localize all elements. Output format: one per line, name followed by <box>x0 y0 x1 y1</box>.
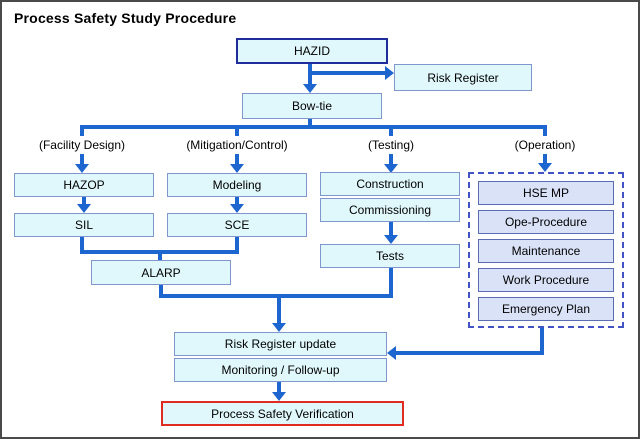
line-sil-down <box>80 237 84 254</box>
arrowhead-monitoring-verification <box>272 392 286 401</box>
arrowhead-into-operation-group <box>538 163 552 172</box>
arrowhead-to-bowtie <box>303 84 317 93</box>
arrowhead-operation-into-update <box>387 346 396 360</box>
node-hazid: HAZID <box>236 38 388 64</box>
line-modeling-sce <box>235 197 239 205</box>
line-into-construction <box>389 154 393 164</box>
arrowhead-into-modeling <box>230 164 244 173</box>
line-operation-out-left <box>396 351 544 355</box>
label-operation: (Operation) <box>514 138 576 152</box>
node-commissioning: Commissioning <box>320 198 460 222</box>
operation-group-container <box>468 172 624 328</box>
line-to-risk-register <box>308 71 386 75</box>
stub-mitigation-control <box>235 129 239 136</box>
line-into-alarp <box>158 254 162 260</box>
stub-operation <box>543 129 547 136</box>
node-bowtie: Bow-tie <box>242 93 382 119</box>
node-maintenance: Maintenance <box>478 239 614 263</box>
node-tests: Tests <box>320 244 460 268</box>
node-hazop: HAZOP <box>14 173 154 197</box>
node-alarp: ALARP <box>91 260 231 285</box>
node-risk-register: Risk Register <box>394 64 532 91</box>
page-title: Process Safety Study Procedure <box>14 10 237 26</box>
arrowhead-modeling-sce <box>230 204 244 213</box>
line-merge-bar <box>159 294 393 298</box>
stub-facility-design <box>80 129 84 136</box>
node-process-safety-verification: Process Safety Verification <box>161 401 404 426</box>
label-mitigation-control: (Mitigation/Control) <box>186 138 288 152</box>
line-operation-out-down <box>540 328 544 355</box>
node-emergency-plan: Emergency Plan <box>478 297 614 321</box>
node-risk-register-update: Risk Register update <box>174 332 387 356</box>
arrowhead-into-construction <box>384 164 398 173</box>
line-distribution-bar <box>80 125 547 129</box>
node-monitoring-followup: Monitoring / Follow-up <box>174 358 387 382</box>
line-into-modeling <box>235 154 239 164</box>
arrowhead-hazop-sil <box>77 204 91 213</box>
arrowhead-to-risk-register <box>385 66 394 80</box>
line-into-hazop <box>80 154 84 164</box>
stub-testing <box>389 129 393 136</box>
arrowhead-into-risk-register-update <box>272 323 286 332</box>
line-alarp-down <box>159 285 163 298</box>
line-tests-down <box>389 268 393 298</box>
line-sce-down <box>235 237 239 254</box>
node-construction: Construction <box>320 172 460 196</box>
label-facility-design: (Facility Design) <box>38 138 125 152</box>
line-monitoring-verification <box>277 382 281 393</box>
node-work-procedure: Work Procedure <box>478 268 614 292</box>
line-hazop-sil <box>82 197 86 205</box>
node-sil: SIL <box>14 213 154 237</box>
line-commissioning-tests <box>389 222 393 236</box>
arrowhead-commissioning-tests <box>384 235 398 244</box>
arrowhead-into-hazop <box>75 164 89 173</box>
node-modeling: Modeling <box>167 173 307 197</box>
line-into-operation-group <box>543 154 547 164</box>
line-into-risk-register-update <box>277 298 281 323</box>
node-sce: SCE <box>167 213 307 237</box>
line-bowtie-down <box>308 119 312 129</box>
line-sil-sce-junction <box>80 250 239 254</box>
label-testing: (Testing) <box>367 138 414 152</box>
node-ope-procedure: Ope-Procedure <box>478 210 614 234</box>
node-hse-mp: HSE MP <box>478 181 614 205</box>
